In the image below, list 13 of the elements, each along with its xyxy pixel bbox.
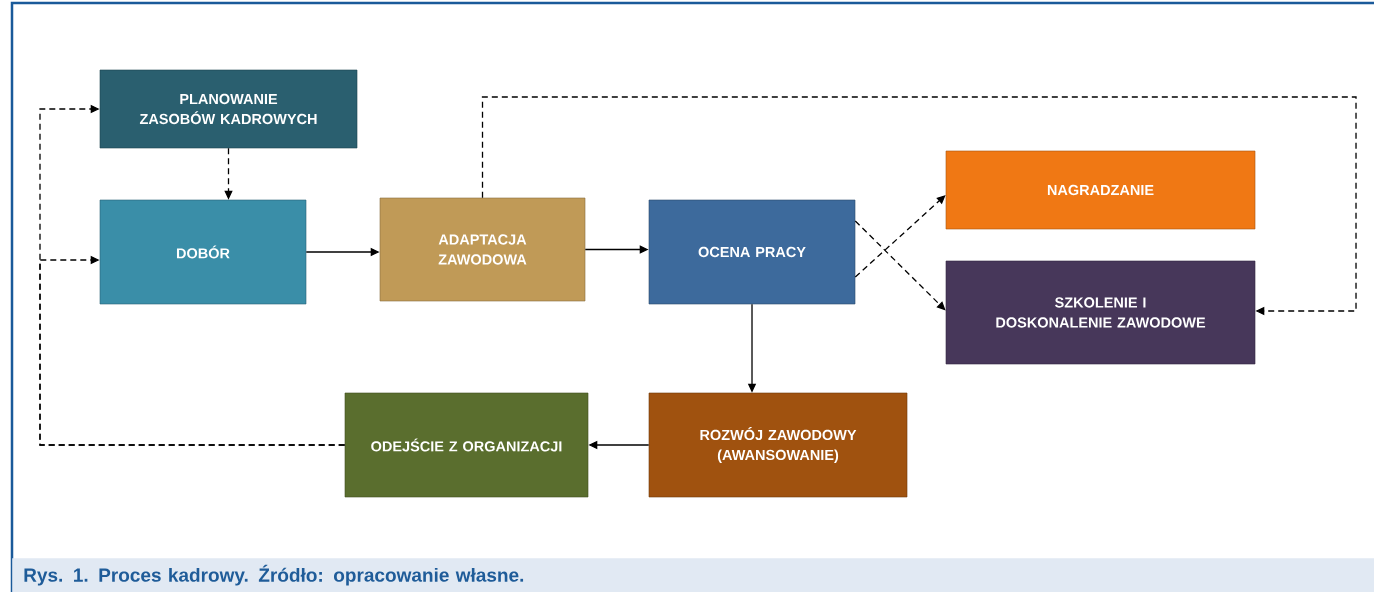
arrow — [854, 195, 946, 278]
process-box: ADAPTACJA ZAWODOWA — [379, 197, 586, 302]
arrow — [481, 96, 1357, 316]
process-box: OCENA PRACY — [648, 199, 856, 305]
process-box: ROZWÓJ ZAWODOWY (AWANSOWANIE) — [648, 392, 908, 498]
arrow — [854, 220, 946, 311]
process-box: NAGRADZANIE — [945, 150, 1256, 230]
process-box: PLANOWANIE ZASOBÓW KADROWYCH — [99, 69, 358, 149]
caption: Rys. 1. Proces kadrowy. Źródło: opracowanie własne. — [12, 558, 1374, 592]
arrow — [39, 255, 346, 446]
process-box: ODEJŚCIE Z ORGANIZACJI — [344, 392, 589, 498]
process-box: SZKOLENIE I DOSKONALENIE ZAWODOWE — [945, 260, 1256, 365]
process-box: DOBÓR — [99, 199, 307, 305]
